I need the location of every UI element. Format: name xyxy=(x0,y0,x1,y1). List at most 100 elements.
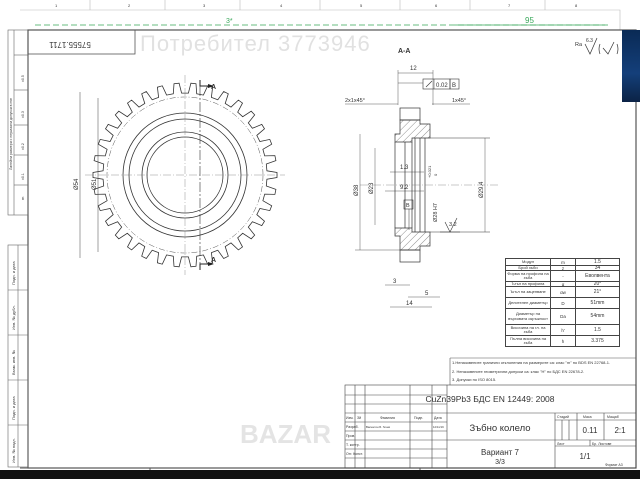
section-title: A-A xyxy=(398,48,410,55)
field-label: Подп. и дата xyxy=(11,396,16,420)
dim-1-3: 1.3 xyxy=(400,165,409,171)
mass-label: Маса xyxy=(583,415,592,419)
tolerance-value: ±0.3 xyxy=(21,111,25,118)
bottom-bar xyxy=(0,470,640,479)
scale-label: Мащаб xyxy=(607,415,619,419)
field-label: Инв. № дубл. xyxy=(11,305,16,330)
dim-9-2: 9.2 xyxy=(400,185,409,191)
param-name: Брой зъби xyxy=(506,266,551,270)
sheet-of: 3/3 xyxy=(495,459,505,466)
gear-teeth-outline xyxy=(92,82,278,268)
field-label: Подп. и дата xyxy=(11,261,16,285)
mass-value: 0.11 xyxy=(583,426,599,435)
chamfer-right: 1x45° xyxy=(452,98,466,104)
zone-number: 6 xyxy=(435,3,438,8)
runout-tolerance-value: 0.02 xyxy=(436,83,448,89)
section-marker-top: A xyxy=(211,84,216,91)
param-value: 51mm xyxy=(590,299,605,306)
field-label: Инв. № подл. xyxy=(11,438,16,463)
field-label: Взам. инв. № xyxy=(11,350,16,375)
bore-tol-lower: 0 xyxy=(433,173,438,176)
note-1: 1.Неназовените гранични отклонения на ра… xyxy=(452,360,610,365)
roughness-value: 6.3 xyxy=(586,38,593,44)
param-symbol: z xyxy=(551,266,576,270)
zone-number: 1 xyxy=(55,3,58,8)
header-izm: Изм. xyxy=(346,416,354,420)
param-name: Пълна височина на зъба xyxy=(506,336,551,346)
dim-38: Ø38 xyxy=(354,184,360,196)
param-symbol: m xyxy=(551,259,576,265)
param-value: Еволвента xyxy=(585,272,610,279)
param-symbol: D xyxy=(551,298,576,308)
top-dim-95: 95 xyxy=(525,16,534,25)
param-symbol: - xyxy=(551,271,576,281)
stage-label: Стадий xyxy=(557,415,569,419)
date: 12/11/19 xyxy=(433,425,444,429)
param-name: Диаметър на върховата окръжност xyxy=(506,309,551,324)
zone-number: 3 xyxy=(203,3,206,8)
runout-datum: B xyxy=(452,83,456,89)
zone-number: 8 xyxy=(575,3,578,8)
tolerance-value: ±0.2 xyxy=(21,143,25,150)
param-value: 54mm xyxy=(590,313,605,319)
header-familia: Фамилия xyxy=(380,416,395,420)
header-podp: Подп. xyxy=(414,416,423,420)
sheet-label: Лист xyxy=(557,442,565,446)
param-symbol: h' xyxy=(551,325,576,335)
dim-5: 5 xyxy=(425,291,429,297)
dim-14: 14 xyxy=(406,301,413,307)
dim-pitch-diameter: Ø51 xyxy=(92,178,98,190)
background-window-strip xyxy=(622,30,640,102)
param-symbol: αw xyxy=(551,287,576,297)
tolerance-value: ±0.1 xyxy=(21,173,25,180)
roughness-label: Ra xyxy=(575,42,583,48)
zone-strip xyxy=(20,0,621,30)
sheets-value: 1/1 xyxy=(579,452,591,461)
bore-tol-upper: +0.021 xyxy=(427,165,432,178)
section-view xyxy=(345,70,500,308)
left-column xyxy=(7,29,29,468)
param-value: 1.5 xyxy=(594,259,601,265)
dim-29-4: Ø29.4 xyxy=(479,181,485,198)
part-name: Зъбно колело xyxy=(469,423,530,434)
note-2: 2. Неназовените геометрични допуски са: … xyxy=(452,369,584,374)
dim-outer-diameter: Ø54 xyxy=(74,178,80,190)
param-value: 20° xyxy=(593,282,602,286)
param-symbol: Da xyxy=(551,309,576,324)
role-prov: Пров. xyxy=(346,434,355,438)
dim-width: 12 xyxy=(410,66,417,72)
role-razrab: Разраб. xyxy=(346,425,359,429)
param-symbol: α xyxy=(551,282,576,286)
zone-number: 2 xyxy=(128,3,131,8)
zone-number: 4 xyxy=(280,3,283,8)
stamp-code: 57555.1711 xyxy=(49,40,91,49)
param-value: 3.375 xyxy=(591,337,604,344)
param-name: Ъгъл на профила xyxy=(506,282,551,286)
param-name: Ъгъл на зацепване xyxy=(506,287,551,297)
dim-bore: Ø28 H7 xyxy=(433,203,439,222)
tolerance-value: ±0.5 xyxy=(21,75,25,82)
section-marker-bottom: A xyxy=(211,257,216,264)
param-name: Модул xyxy=(506,259,551,265)
param-value: 21° xyxy=(593,288,602,295)
note-3: 3. Допуски по ISO 8015. xyxy=(452,377,496,382)
zone-number: 7 xyxy=(508,3,511,8)
role-otg-konst: Отг. Конст. xyxy=(346,452,363,456)
dim-23: Ø23 xyxy=(369,182,375,194)
role-tkontr: Т. контр. xyxy=(346,443,360,447)
header-zi: Зй xyxy=(357,416,361,420)
variant: Вариант 7 xyxy=(481,448,519,457)
param-value: 1.5 xyxy=(594,326,601,333)
zone-number: 5 xyxy=(360,3,363,8)
material: CuZn39Pb3 БДС EN 12449: 2008 xyxy=(426,394,555,404)
roughness-3-2: 3.2 xyxy=(449,222,457,228)
